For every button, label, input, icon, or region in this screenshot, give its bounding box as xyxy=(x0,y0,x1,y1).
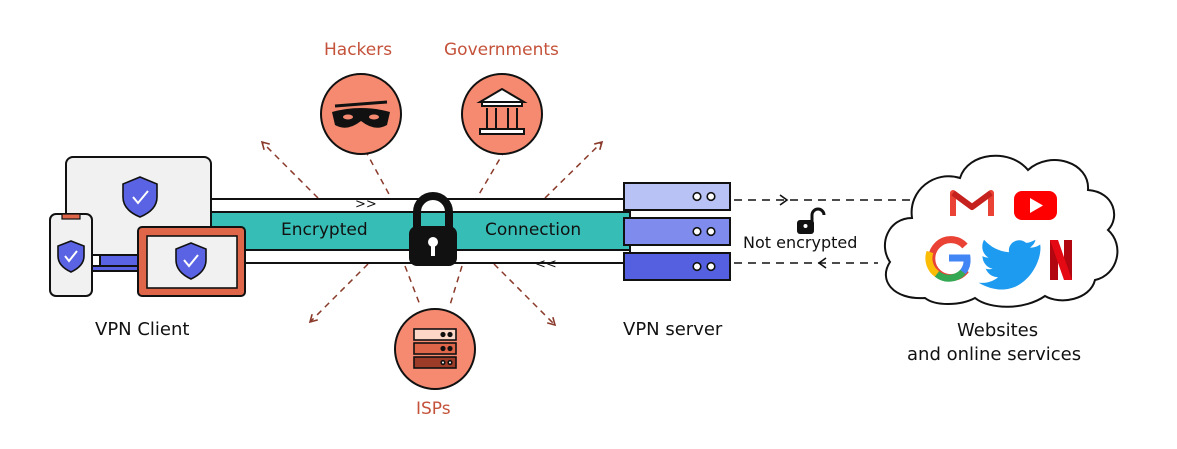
back-chevron-icon: << xyxy=(535,257,557,272)
isps-label: ISPs xyxy=(416,399,451,419)
smartphone xyxy=(49,213,93,297)
padlock-closed-icon xyxy=(409,192,457,266)
youtube-icon xyxy=(1014,191,1057,220)
arrow-down-right xyxy=(493,263,557,327)
government-building-icon xyxy=(476,87,528,135)
governments-threat xyxy=(461,73,543,155)
arrow-isp-link-left xyxy=(404,265,421,306)
connection-label: Connection xyxy=(485,220,582,240)
interception-arrows xyxy=(260,140,604,327)
vpn-client-devices xyxy=(49,156,246,297)
arrow-gov-link xyxy=(477,149,506,197)
shield-check-icon xyxy=(175,242,207,280)
server-unit-3 xyxy=(623,252,731,281)
vpn-server-stack xyxy=(623,182,731,281)
isp-server-icon xyxy=(413,328,457,369)
governments-label: Governments xyxy=(444,40,559,60)
encrypted-label: Encrypted xyxy=(281,220,368,240)
server-unit-2 xyxy=(623,217,731,246)
tablet xyxy=(137,226,246,297)
shield-check-icon xyxy=(57,240,85,273)
hackers-threat xyxy=(320,73,402,155)
google-icon xyxy=(925,236,971,282)
server-unit-1 xyxy=(623,182,731,211)
gmail-icon xyxy=(950,190,994,216)
unencrypted-links xyxy=(734,199,914,264)
netflix-icon xyxy=(1050,240,1072,280)
forward-chevron-icon: >> xyxy=(355,197,377,212)
not-encrypted-label: Not encrypted xyxy=(743,233,858,252)
shield-check-icon xyxy=(122,176,158,218)
cloud-label-line1: Websites xyxy=(957,320,1039,341)
back-arrow-icon xyxy=(817,257,827,269)
forward-arrow-icon xyxy=(779,194,789,206)
cloud-label-line2: and online services xyxy=(907,344,1082,365)
twitter-icon xyxy=(978,239,1041,290)
isps-threat xyxy=(394,308,476,390)
masked-hacker-icon xyxy=(332,100,390,128)
cloud xyxy=(884,154,1119,308)
arrow-down-left xyxy=(308,263,369,324)
arrow-hacker-link xyxy=(364,149,391,197)
padlock-open-icon xyxy=(797,207,826,234)
arrow-up-left xyxy=(260,140,319,199)
arrow-isp-link-right xyxy=(449,265,463,306)
vpn-client-label: VPN Client xyxy=(95,319,190,340)
vpn-server-label: VPN server xyxy=(623,319,723,340)
hackers-label: Hackers xyxy=(324,40,393,60)
arrow-up-right xyxy=(544,140,604,199)
